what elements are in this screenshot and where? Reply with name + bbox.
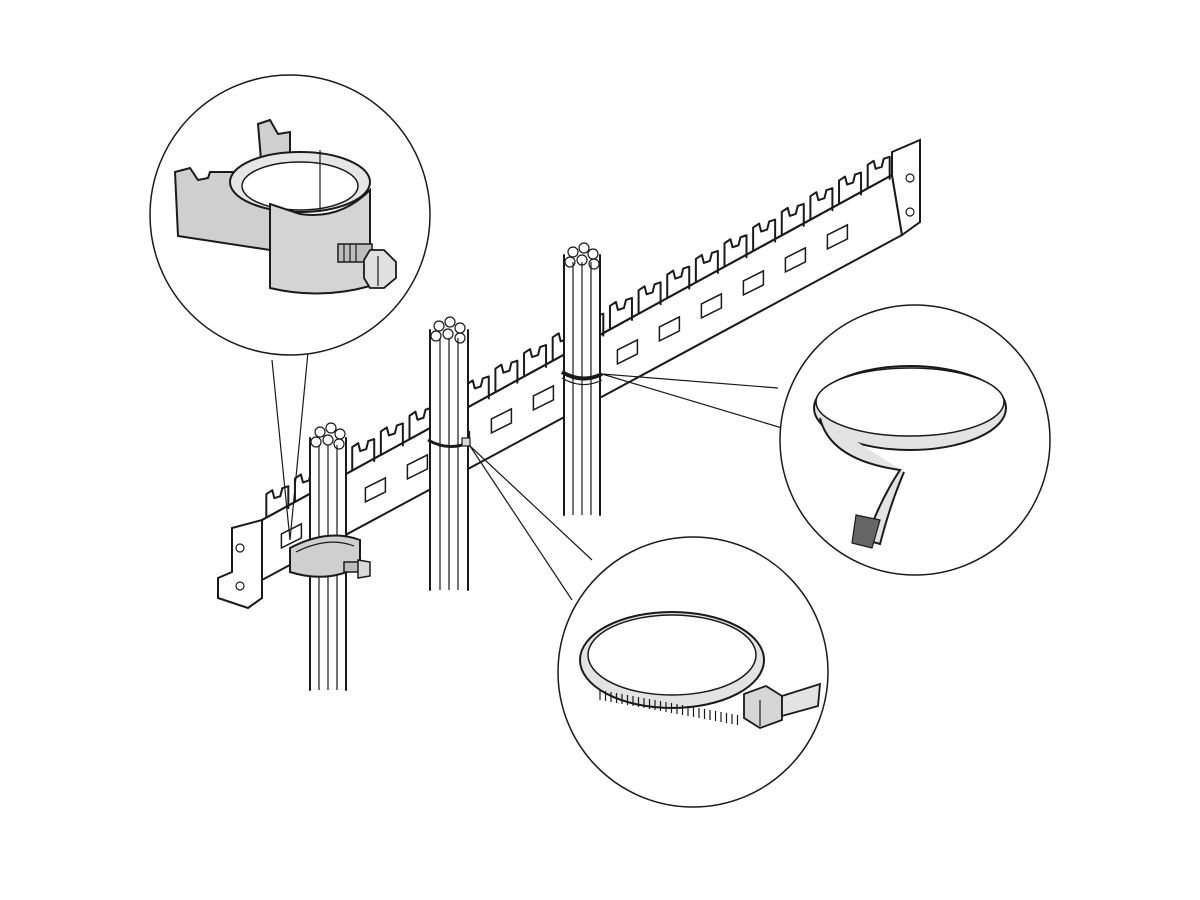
rail-slot (700, 292, 723, 320)
clamp-icon (173, 118, 397, 295)
callout-leaders (271, 351, 783, 601)
rail-slot (784, 246, 807, 274)
rail-slot (406, 453, 429, 481)
velcro-strap-icon (813, 365, 1007, 549)
bolt-icon (337, 243, 397, 289)
rail-slot (364, 476, 387, 504)
cable-tie-installed (427, 437, 471, 448)
left-end-bracket (217, 518, 263, 610)
bundle-end-right (564, 242, 600, 270)
tie-serrations (599, 690, 739, 725)
tie-head-icon (743, 682, 822, 729)
rail-slot (616, 338, 639, 366)
hook-patch (851, 514, 881, 549)
rail-slots (280, 223, 849, 550)
cable-tie-icon (579, 611, 822, 729)
rail-slot (280, 522, 303, 550)
rail-slot (658, 315, 681, 343)
bundle-end-middle (430, 316, 466, 344)
bundle-end-left (310, 422, 346, 450)
hook-and-loop-strap-installed (560, 370, 603, 386)
cable-bundle-left (289, 422, 371, 691)
cable-clamp-installed (289, 534, 371, 579)
rail-slot (742, 269, 765, 297)
cable-bundle-right (560, 242, 603, 516)
cable-tie-detail (557, 536, 829, 808)
rail-slot (826, 223, 849, 251)
right-end-bracket (891, 138, 921, 237)
cable-clamp-detail (149, 74, 431, 356)
rail-slot (490, 407, 513, 435)
hook-and-loop-strap-detail (779, 304, 1051, 576)
cable-bundle-middle (427, 316, 471, 591)
rail-slot (532, 384, 555, 412)
